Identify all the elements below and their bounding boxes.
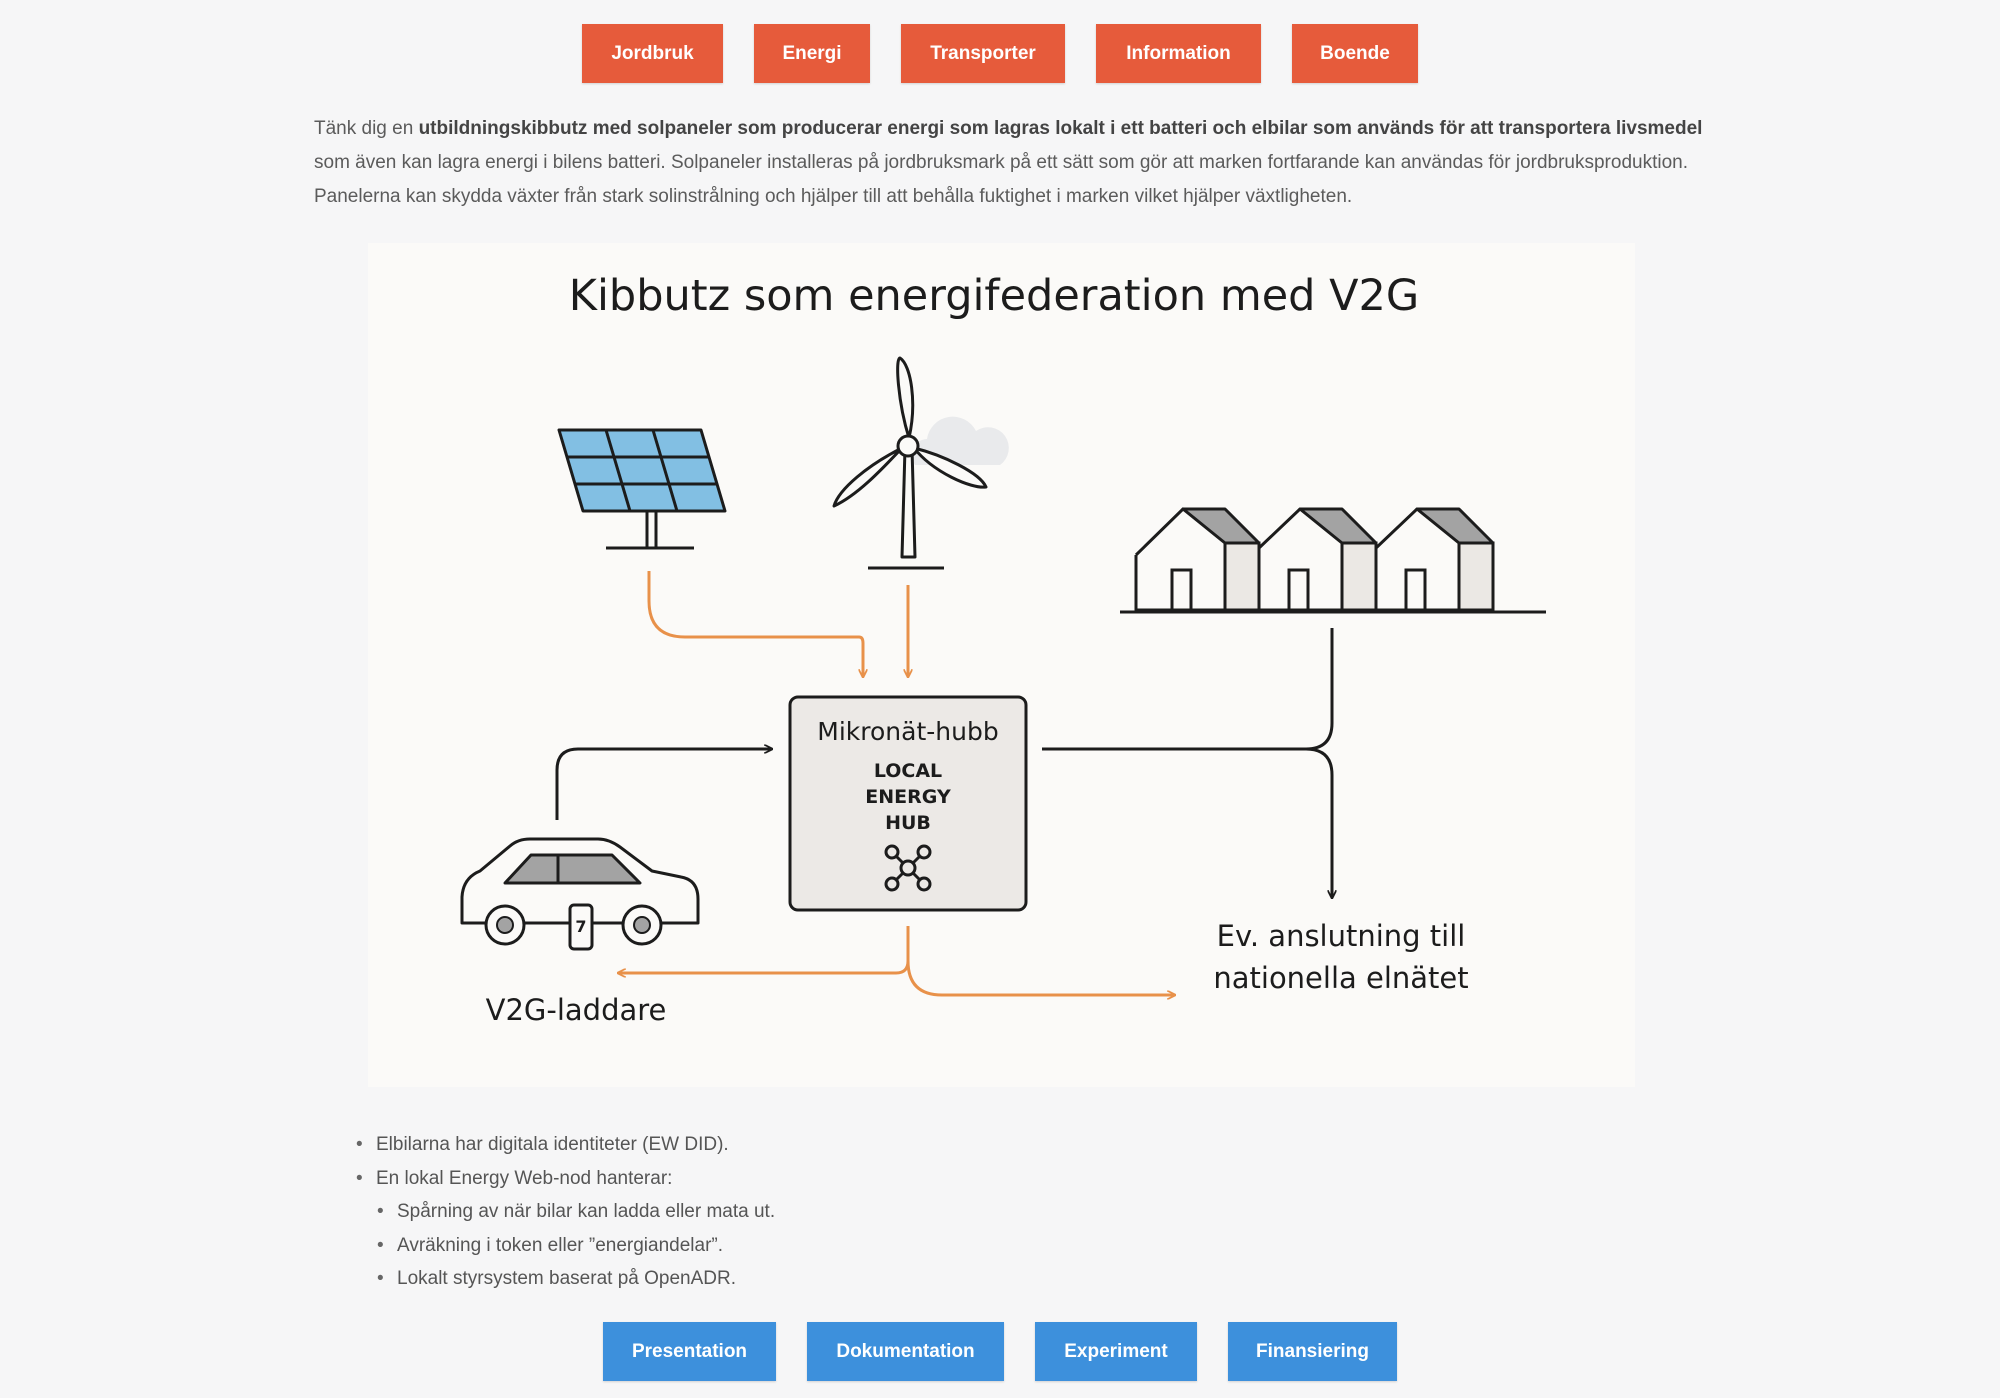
houses-icon: [1120, 507, 1546, 614]
energy-diagram: Kibbutz som energifederation med V2G: [368, 243, 1635, 1087]
hub-to-houses-line: [1042, 628, 1334, 751]
wind-turbine-icon: [832, 356, 988, 570]
nav-jordbruk-button[interactable]: Jordbruk: [582, 24, 723, 83]
intro-lead: Tänk dig en: [314, 118, 419, 139]
list-item: Elbilarna har digitala identiteter (EW D…: [340, 1128, 775, 1162]
list-item: Spårning av när bilar kan ladda eller ma…: [340, 1195, 775, 1229]
nav-information-button[interactable]: Information: [1096, 24, 1261, 83]
hub-to-grid-orange-arrow: [906, 960, 1175, 995]
finansiering-button[interactable]: Finansiering: [1228, 1322, 1397, 1381]
list-item: Avräkning i token eller ”energiandelar”.: [340, 1229, 775, 1263]
presentation-button[interactable]: Presentation: [603, 1322, 776, 1381]
dokumentation-button[interactable]: Dokumentation: [807, 1322, 1004, 1381]
nav-boende-button[interactable]: Boende: [1292, 24, 1418, 83]
car-icon: 7: [460, 837, 700, 951]
nav-transporter-button[interactable]: Transporter: [901, 24, 1065, 83]
grid-label-line1: Ev. anslutning till: [1217, 919, 1466, 953]
intro-paragraph: Tänk dig en utbildningskibbutz med solpa…: [314, 112, 1704, 214]
feature-list: Elbilarna har digitala identiteter (EW D…: [340, 1128, 775, 1296]
hub-title: Mikronät-hubb: [817, 717, 998, 746]
nav-energi-button[interactable]: Energi: [754, 24, 870, 83]
hub-to-car-arrow: [618, 926, 910, 973]
bottom-nav: Presentation Dokumentation Experiment Fi…: [0, 1322, 2000, 1381]
experiment-button[interactable]: Experiment: [1035, 1322, 1197, 1381]
top-nav: Jordbruk Energi Transporter Information …: [0, 24, 2000, 83]
hub-line1: LOCAL: [874, 760, 942, 782]
charger-number: 7: [575, 917, 586, 936]
microgrid-hub: Mikronät-hubb LOCAL ENERGY HUB: [788, 695, 1028, 912]
intro-bold: utbildningskibbutz med solpaneler som pr…: [418, 118, 1703, 139]
hub-line2: ENERGY: [865, 786, 951, 808]
diagram-svg: Kibbutz som energifederation med V2G: [460, 271, 1546, 1027]
solar-panel-icon: [557, 428, 727, 550]
intro-rest: som även kan lagra energi i bilens batte…: [314, 152, 1689, 207]
grid-label-line2: nationella elnätet: [1213, 961, 1468, 995]
hub-line3: HUB: [885, 812, 931, 834]
network-icon: [884, 844, 932, 892]
diagram-title: Kibbutz som energifederation med V2G: [569, 271, 1420, 321]
car-label: V2G-laddare: [486, 993, 667, 1027]
car-to-hub-arrow: [555, 749, 772, 820]
cloud-icon: [911, 416, 1009, 465]
solar-to-hub-arrow: [647, 571, 863, 677]
list-item: Lokalt styrsystem baserat på OpenADR.: [340, 1262, 775, 1296]
list-item: En lokal Energy Web-nod hanterar:: [340, 1162, 775, 1196]
hub-to-grid-arrow: [1305, 747, 1332, 898]
